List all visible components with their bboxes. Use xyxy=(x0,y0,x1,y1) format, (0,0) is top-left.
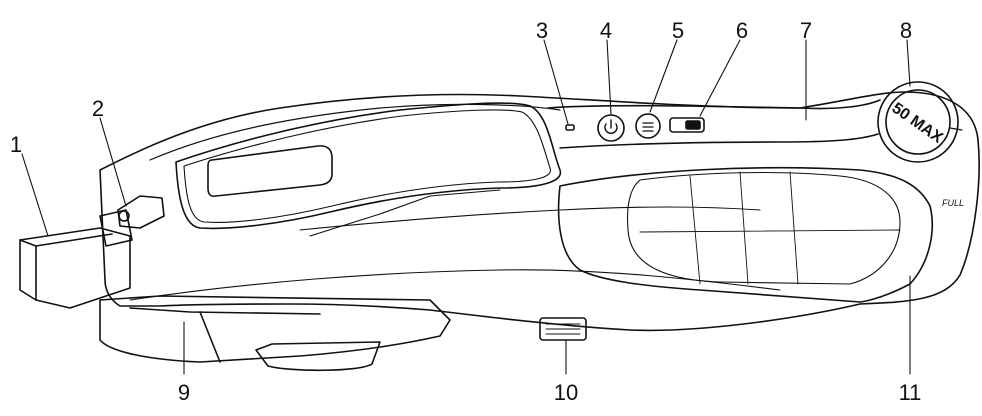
leader-2 xyxy=(99,117,127,207)
leader-6 xyxy=(699,39,741,117)
power-button xyxy=(597,114,625,142)
callout-1: 1 xyxy=(10,132,22,157)
body-sweep-lower xyxy=(129,269,781,301)
slide-switch-icon xyxy=(685,120,701,130)
body-top-ridge xyxy=(149,103,561,161)
callout-3: 3 xyxy=(536,18,548,43)
power-icon xyxy=(604,119,618,134)
slide-switch xyxy=(669,117,705,133)
callout-10: 10 xyxy=(554,380,578,405)
handle-grip-inner xyxy=(183,109,551,223)
dust-bin-facets xyxy=(639,171,901,285)
display-window xyxy=(207,145,333,197)
leader-3 xyxy=(543,39,569,125)
nozzle-inner-edge xyxy=(19,233,113,301)
handle-grip-panel xyxy=(175,102,562,230)
body-crease xyxy=(309,189,501,237)
battery-cap-notch xyxy=(949,127,963,131)
leader-5 xyxy=(649,39,678,113)
callout-6: 6 xyxy=(736,18,748,43)
mode-icon xyxy=(642,122,654,132)
callout-9: 9 xyxy=(178,380,190,405)
cap-brand-marking: 50 MAX xyxy=(889,100,946,147)
vacuum-body-outline xyxy=(99,91,980,332)
release-button-pin xyxy=(118,210,130,222)
release-button xyxy=(117,195,165,229)
callout-5: 5 xyxy=(672,18,684,43)
callout-4: 4 xyxy=(600,18,612,43)
lower-base-housing xyxy=(99,295,451,363)
leader-1 xyxy=(21,153,49,237)
callout-11: 11 xyxy=(899,380,922,405)
battery-indicator xyxy=(565,124,575,131)
control-strip xyxy=(547,99,881,110)
dust-bin xyxy=(557,166,933,303)
leader-lines xyxy=(21,39,911,375)
lower-base-foot xyxy=(255,341,381,372)
battery-cap-outer xyxy=(877,81,959,163)
leader-4 xyxy=(606,39,612,115)
front-nozzle xyxy=(19,227,131,309)
callout-7: 7 xyxy=(800,18,812,43)
callout-2: 2 xyxy=(92,96,104,121)
dust-bin-window xyxy=(626,171,901,285)
battery-cap-inner xyxy=(885,89,951,155)
dust-bin-release xyxy=(539,317,587,341)
nozzle-release-latch xyxy=(99,209,133,247)
dust-bin-release-ribs xyxy=(545,323,581,335)
dust-bin-full-marking: FULL xyxy=(942,198,964,208)
leader-8 xyxy=(906,39,911,87)
callout-8: 8 xyxy=(900,18,912,43)
body-sweep-upper xyxy=(299,206,761,231)
base-seam xyxy=(129,307,321,363)
control-strip-lower xyxy=(559,133,879,149)
mode-button xyxy=(635,113,661,139)
